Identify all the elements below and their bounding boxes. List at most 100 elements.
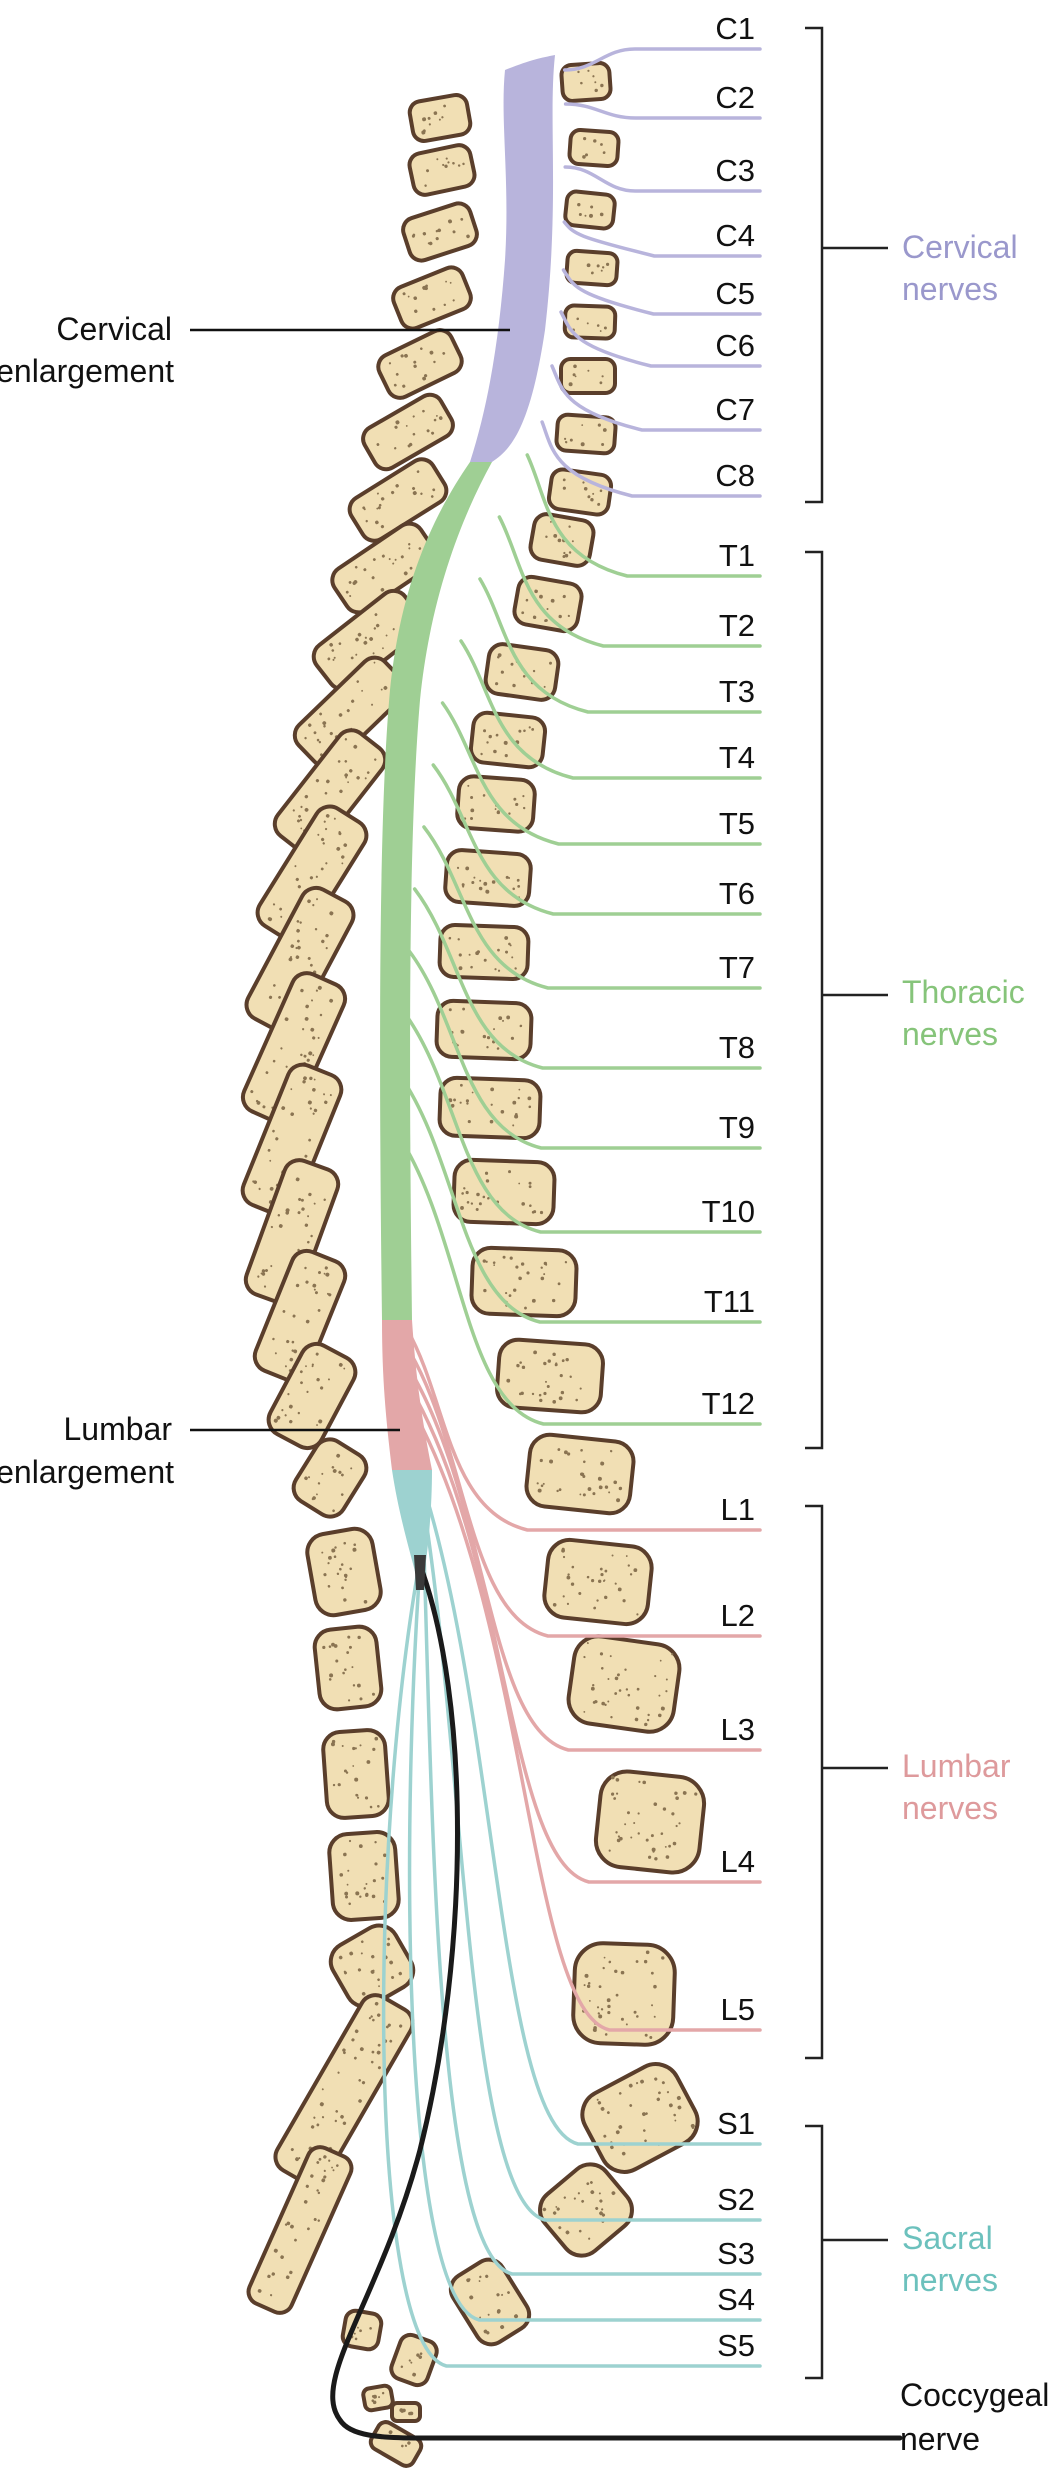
spinous-process-7-dot [380,524,385,529]
spinous-process-11-dot [349,769,353,773]
vertebral-body-21-dot [539,1458,543,1463]
vertebral-body-27 [538,2162,634,2258]
vertebral-body-25-dot [615,1993,619,1997]
vertebral-body-15-dot [458,953,462,957]
vertebral-body-11-dot [497,653,502,658]
spinous-process-15-dot [290,1088,293,1091]
spinous-process-19-dot [316,1493,318,1496]
vertebral-body-27-dot [590,2190,595,2195]
vertebral-body-28-dot [469,2295,474,2300]
spinous-process-22-dot [330,1742,335,1747]
coccygeal-group-label-line1: Coccygeal [900,2377,1049,2413]
vertebral-body-21 [524,1432,636,1516]
vertebral-body-25-dot [596,2006,600,2009]
spinous-process-4-dot [414,309,418,313]
vertebral-body-18-dot [485,1179,490,1183]
vertebral-body-20-dot [546,1385,550,1389]
vertebral-body-18-dot [528,1185,532,1189]
spinous-process-21-dot [344,1668,347,1671]
spinous-process-24-outline [328,1923,416,2009]
vertebral-body-12-dot [503,740,508,745]
spinous-process-6-dot [394,425,398,429]
spinous-process-7-dot [412,487,416,491]
vertebral-body-26-dot [673,2113,676,2117]
vertebral-body-22-dot [636,1613,639,1616]
spinous-process-14-dot [300,988,304,993]
spinous-process-12-dot [279,907,283,911]
spinous-process-11-dot [337,760,341,763]
nerve-label-t10: T10 [702,1194,755,1229]
vertebral-body-7-dot [569,438,573,442]
vertebral-body-26-dot [661,2081,665,2085]
vertebral-body-14-dot [517,884,521,888]
spinous-process-25-dot [334,2119,338,2123]
vertebral-body-9-dot [545,535,548,538]
vertebral-body-24-dot [671,1812,675,1816]
vertebral-body-17-dot [514,1113,518,1116]
spinous-process-8-dot [400,555,404,559]
spinous-process-10-dot [319,712,323,716]
spinous-process-19-dot [340,1493,344,1496]
vertebral-body-19-dot [502,1255,506,1259]
spinous-process-12-dot [317,833,320,836]
spinous-process-25-dot [290,2148,294,2152]
vertebral-body-20 [495,1337,605,1415]
spinous-process-17-dot [274,1352,277,1355]
vertebral-body-9-dot [564,553,569,558]
spinous-process-19-dot [340,1473,344,1477]
vertebral-body-6-dot [587,369,590,372]
nerve-label-s2: S2 [717,2182,755,2217]
vertebral-body-22-dot [596,1599,599,1602]
spinous-process-17-dot [289,1357,294,1362]
vertebral-body-6 [559,357,617,395]
vertebral-body-9-dot [557,538,562,543]
spinous-processes [240,93,479,2468]
vertebral-body-10-dot [525,598,529,602]
vertebral-body-23-dot [624,1668,627,1671]
spinous-process-25-dot [371,2050,375,2054]
vertebral-body-23-dot [601,1701,605,1706]
vertebral-body-20-dot [558,1396,563,1401]
vertebral-body-24-dot [678,1822,681,1825]
vertebral-body-10-dot [562,594,566,599]
spinous-process-13-dot [290,944,295,948]
spinous-process-17-dot [291,1349,294,1352]
spinous-process-14-dot [329,998,334,1003]
spinal-nerve-roots [330,47,903,2441]
vertebral-body-22-dot [617,1587,622,1592]
vertebral-body-27-dot [563,2196,566,2199]
vertebral-body-29-dot [419,2352,423,2356]
vertebral-body-24-dot [654,1857,658,1861]
vertebral-body-25-dot [597,2012,601,2015]
spinous-process-26-dot [305,2184,309,2188]
spinous-process-6-dot [412,432,416,436]
spinous-process-21-dot [347,1635,351,1639]
spinous-process-23-dot [374,1841,377,1844]
vertebral-body-28-dot [501,2293,504,2296]
spinous-process-21-dot [328,1678,332,1681]
vertebral-body-24-dot [615,1778,620,1782]
vertebral-body-26-dot [628,2083,633,2088]
vertebral-body-17-dot [465,1099,470,1103]
spinous-process-28-dot [378,2396,381,2399]
spinous-process-8-dot [381,554,385,558]
vertebral-body-13-dot [470,795,474,799]
spinous-process-17-dot [291,1340,295,1344]
vertebral-body-27-dot [565,2230,570,2235]
spinous-process-24-dot [389,1960,393,1965]
vertebral-body-17-dot [528,1105,532,1109]
spinous-process-29-dot [388,2430,393,2435]
vertebral-body-7-dot [581,424,584,427]
spinous-process-11-dot [292,809,295,812]
spinous-process-13-dot [307,956,311,960]
spinous-process-13-dot [297,945,301,950]
spinous-process-9-dot [382,647,384,650]
spinous-process-2-dot [457,164,461,167]
vertebral-body-7-dot [602,428,607,432]
vertebral-body-21-dot [540,1484,544,1488]
spinous-process-22-dot [341,1744,344,1747]
vertebral-body-6-dot [599,381,603,385]
spinous-process-14-dot [304,1017,309,1021]
spinous-process-9-dot [331,649,335,652]
nerve-label-t5: T5 [719,806,755,841]
